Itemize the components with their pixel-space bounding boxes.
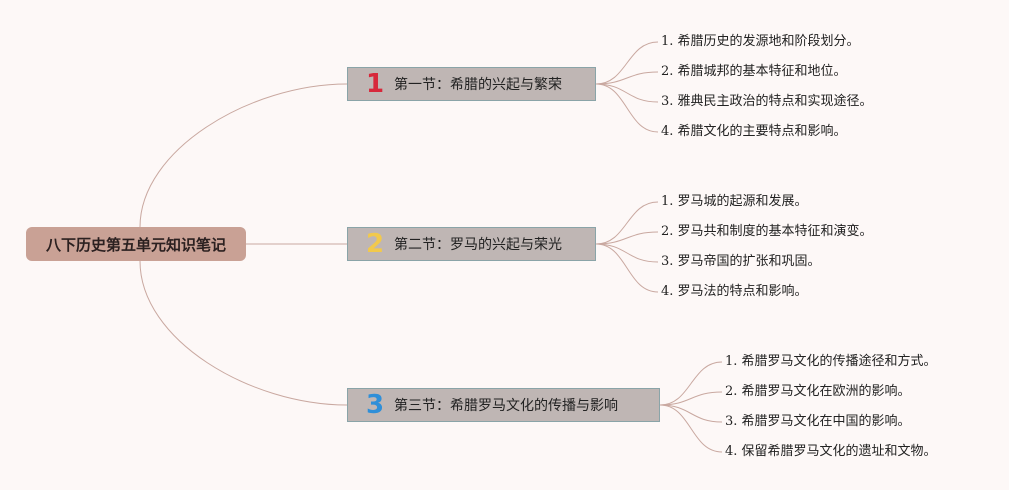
- leaf-item[interactable]: 2. 希腊罗马文化在欧洲的影响。: [725, 384, 911, 399]
- link-section-2-leaf-3: [595, 243, 659, 263]
- number-1-icon: 1: [365, 69, 385, 99]
- leaf-item[interactable]: 3. 雅典民主政治的特点和实现途径。: [661, 94, 873, 109]
- link-section-1-leaf-1: [595, 41, 659, 85]
- section-1-topic[interactable]: 1 第一节：希腊的兴起与繁荣: [347, 67, 596, 101]
- link-section-1-leaf-3: [595, 83, 659, 103]
- link-section-3-leaf-3: [659, 404, 723, 423]
- leaf-item[interactable]: 4. 保留希腊罗马文化的遗址和文物。: [725, 444, 937, 459]
- link-section-3-leaf-4: [659, 404, 723, 453]
- section-2-label: 第二节：罗马的兴起与荣光: [394, 237, 562, 253]
- leaf-item[interactable]: 2. 希腊城邦的基本特征和地位。: [661, 64, 847, 79]
- leaf-item[interactable]: 4. 希腊文化的主要特点和影响。: [661, 124, 847, 139]
- link-section-3-leaf-1: [659, 361, 723, 406]
- number-3-icon: 3: [365, 390, 385, 420]
- leaf-item[interactable]: 2. 罗马共和制度的基本特征和演变。: [661, 224, 873, 239]
- link-root-section-3: [139, 260, 348, 406]
- leaf-item[interactable]: 4. 罗马法的特点和影响。: [661, 284, 808, 299]
- root-topic[interactable]: 八下历史第五单元知识笔记: [26, 227, 246, 261]
- section-3-topic[interactable]: 3 第三节：希腊罗马文化的传播与影响: [347, 388, 660, 422]
- link-section-2-leaf-1: [595, 201, 659, 245]
- leaf-item[interactable]: 1. 希腊历史的发源地和阶段划分。: [661, 34, 860, 49]
- leaf-item[interactable]: 3. 希腊罗马文化在中国的影响。: [725, 414, 911, 429]
- leaf-item[interactable]: 3. 罗马帝国的扩张和巩固。: [661, 254, 821, 269]
- link-section-2-leaf-2: [595, 231, 659, 245]
- link-section-3-leaf-2: [659, 391, 723, 406]
- link-root-section-1: [139, 83, 348, 228]
- link-section-1-leaf-4: [595, 83, 659, 133]
- link-section-1-leaf-2: [595, 71, 659, 85]
- number-2-icon: 2: [365, 229, 385, 259]
- leaf-item[interactable]: 1. 罗马城的起源和发展。: [661, 194, 808, 209]
- section-2-topic[interactable]: 2 第二节：罗马的兴起与荣光: [347, 227, 596, 261]
- root-topic-label: 八下历史第五单元知识笔记: [45, 235, 226, 254]
- leaf-item[interactable]: 1. 希腊罗马文化的传播途径和方式。: [725, 354, 937, 369]
- section-3-label: 第三节：希腊罗马文化的传播与影响: [394, 398, 618, 414]
- link-section-2-leaf-4: [595, 243, 659, 293]
- section-1-label: 第一节：希腊的兴起与繁荣: [394, 77, 562, 93]
